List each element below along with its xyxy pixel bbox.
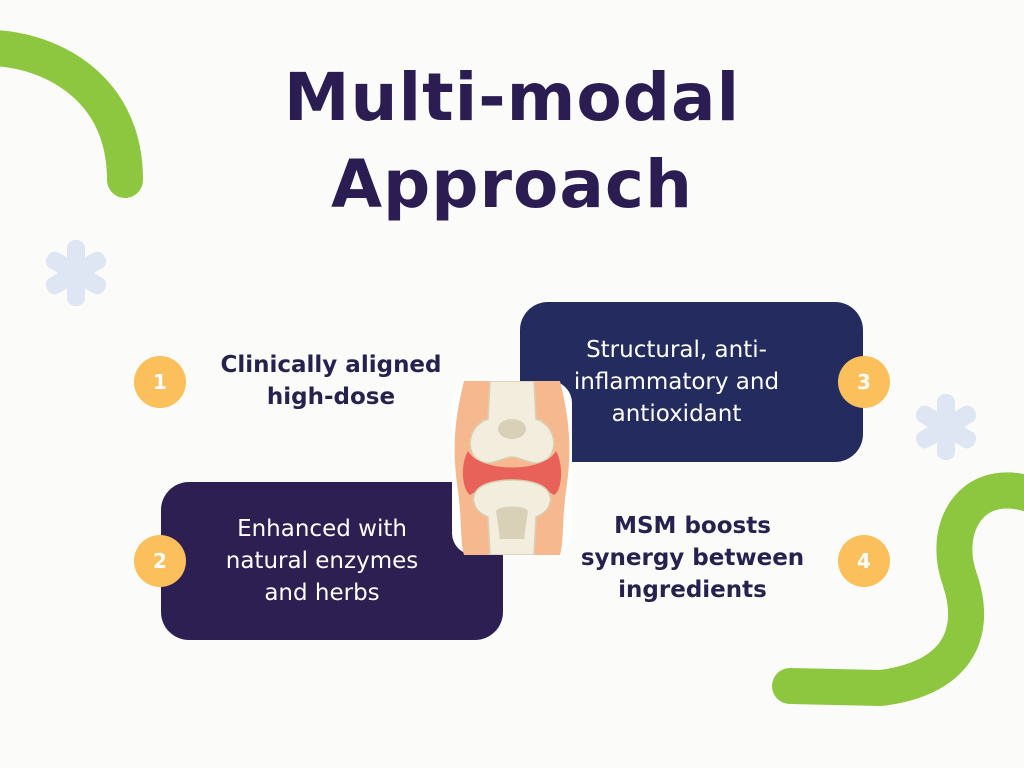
approach-item-2-text: Enhanced with natural enzymes and herbs: [226, 513, 418, 609]
text-line: antioxidant: [611, 401, 742, 427]
page-title-line-1: Multi-modal: [283, 59, 741, 136]
number-badge-3: 3: [838, 356, 890, 408]
text-line: and herbs: [264, 580, 380, 606]
approach-item-3: Structural, anti- inflammatory and antio…: [520, 302, 863, 462]
number-badge-4: 4: [838, 535, 890, 587]
text-line: synergy between: [580, 544, 805, 571]
text-line: natural enzymes: [225, 548, 419, 574]
text-line: Clinically aligned: [220, 351, 442, 378]
text-line: high-dose: [266, 383, 396, 410]
approach-item-4: MSM boosts synergy between ingredients: [565, 495, 820, 620]
snowflake-icon: [45, 240, 107, 306]
number-badge-2: 2: [134, 535, 186, 587]
approach-item-1: Clinically aligned high-dose: [196, 318, 466, 443]
text-line: MSM boosts: [614, 512, 771, 539]
approach-item-4-text: MSM boosts synergy between ingredients: [581, 510, 804, 606]
page-title-line-2: Approach: [330, 146, 694, 223]
approach-item-3-text: Structural, anti- inflammatory and antio…: [574, 334, 779, 430]
green-wave-bottom-right: [772, 472, 1024, 707]
text-line: inflammatory and: [573, 369, 780, 395]
green-curve-top-left: [0, 30, 143, 198]
text-line: ingredients: [618, 576, 767, 603]
approach-item-2: Enhanced with natural enzymes and herbs: [161, 482, 503, 640]
text-line: Enhanced with: [237, 516, 407, 542]
number-badge-1: 1: [134, 356, 186, 408]
text-line: Structural, anti-: [586, 337, 767, 363]
approach-item-1-text: Clinically aligned high-dose: [220, 349, 441, 413]
knee-joint-icon: [452, 381, 572, 555]
snowflake-icon: [915, 394, 977, 460]
